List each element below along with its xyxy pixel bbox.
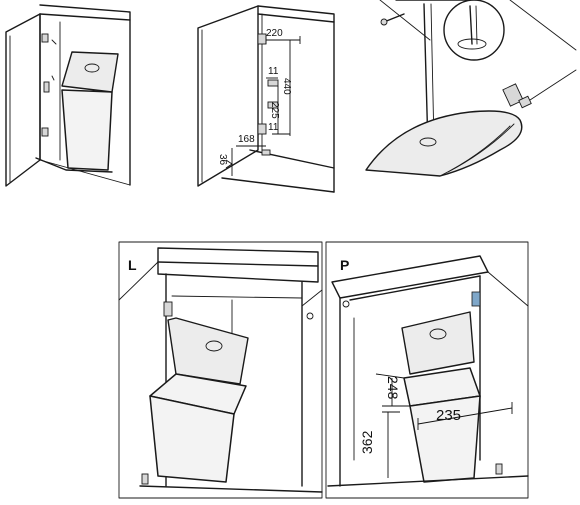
- panel-top-left: [5, 4, 131, 187]
- hinge-icon: [257, 33, 267, 45]
- dim-11-upper: 11: [268, 66, 279, 77]
- bracket-icon: [267, 79, 279, 87]
- dim-220: 220: [266, 28, 283, 39]
- dim-235: 235: [436, 407, 461, 424]
- dim-168: 168: [238, 134, 255, 145]
- bracket-icon: [495, 463, 503, 475]
- dim-248: 248: [385, 376, 401, 400]
- panel-label-L: L: [128, 257, 137, 273]
- panel-bottom-left: L: [118, 241, 323, 499]
- bin-lid: [401, 311, 475, 375]
- bracket-icon: [141, 473, 149, 485]
- screw-icon: [383, 13, 405, 23]
- hinge-icon: [41, 33, 49, 43]
- waste-bin: [61, 89, 113, 171]
- panel-bottom-right: P 248 235 362: [325, 241, 529, 499]
- panel-top-middle: 220 440 11 225 11 168 36: [197, 5, 335, 193]
- dim-362: 362: [359, 430, 375, 454]
- detail-magnifier: [443, 0, 505, 61]
- bracket-icon: [43, 81, 50, 93]
- panel-label-P: P: [340, 257, 349, 273]
- dim-440: 440: [281, 78, 292, 95]
- hinge-icon: [257, 123, 267, 135]
- bin-lid-large: [365, 110, 523, 177]
- waste-bin: [149, 395, 235, 483]
- dim-225: 225: [269, 102, 280, 119]
- hinge-icon: [471, 291, 481, 307]
- dim-36: 36: [217, 154, 228, 166]
- cabinet-door: [5, 13, 41, 187]
- hinge-icon: [163, 301, 173, 317]
- bracket-icon: [261, 149, 271, 156]
- bin-lid: [167, 317, 249, 385]
- cabinet-door: [197, 5, 259, 187]
- hinge-icon: [502, 83, 524, 107]
- hinge-icon: [41, 127, 49, 137]
- panel-top-right: [365, 0, 577, 177]
- dim-11-lower: 11: [268, 122, 279, 133]
